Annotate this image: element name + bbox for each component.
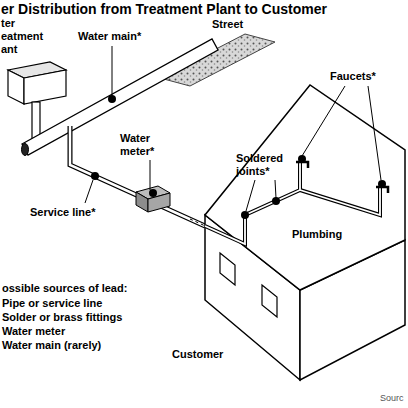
note-item: Pipe or service line	[2, 297, 102, 310]
note-item: Water meter	[2, 325, 65, 338]
part-label: Water meter*	[120, 132, 168, 158]
area-label: Customer	[172, 348, 223, 361]
callout-leaders	[85, 46, 381, 211]
part-label: Faucets*	[330, 70, 376, 83]
part-label: Soldered joints*	[236, 152, 294, 178]
street-label: Street	[212, 18, 243, 31]
note-heading: ossible sources of lead:	[2, 282, 127, 295]
callout-dots	[91, 95, 386, 219]
treatment-plant	[8, 62, 66, 104]
water-main-pipe	[22, 39, 219, 156]
diagram-title: er Distribution from Treatment Plant to …	[1, 1, 327, 17]
part-label: Water main*	[78, 30, 141, 43]
house	[205, 85, 405, 380]
water-meter-box	[136, 186, 170, 212]
plumbing-pipes	[205, 162, 388, 244]
plant-label: ter eatment ant	[1, 17, 53, 56]
source-note: Sourc	[380, 393, 404, 404]
note-item: Water main (rarely)	[2, 339, 101, 352]
area-label: Plumbing	[292, 228, 342, 241]
part-label: Service line*	[30, 206, 95, 219]
note-item: Solder or brass fittings	[2, 311, 122, 324]
